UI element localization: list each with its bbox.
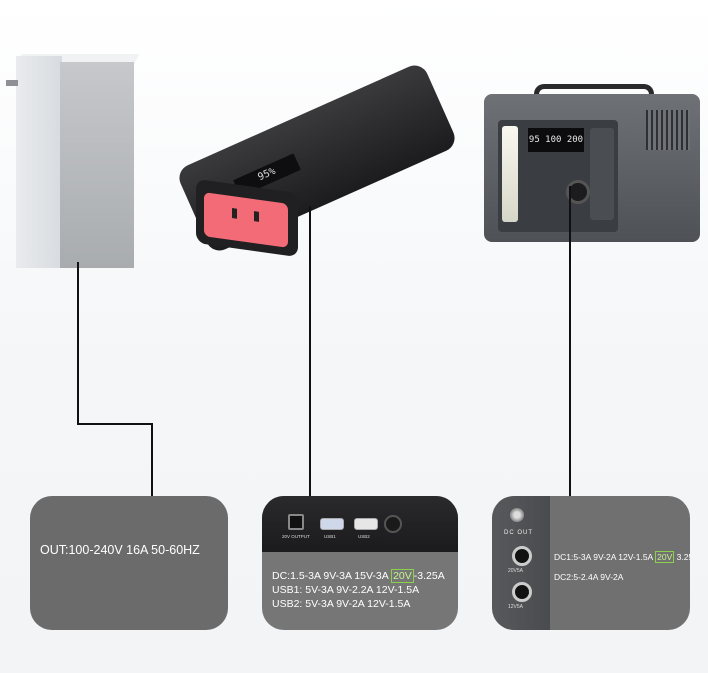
power-station-handle [534,84,654,103]
power-station-vent [646,110,690,150]
usb2-port-label: USB2 [358,534,370,539]
power-bank-spec-box: 20V OUTPUT USB1 USB2 DC:1.5-3A 9V-3A 15V… [262,496,458,630]
wall-adapter-front [60,62,134,268]
dc-port-20v [512,546,532,566]
power-button-icon [384,515,402,533]
connector-line [77,262,79,424]
usb2-port [354,518,378,530]
highlight-voltage: 20V [391,569,414,583]
power-station-spec-lines: DC1:5-3A 9V-2A 12V-1.5A 20V 3.25A DC2:5-… [554,547,690,587]
power-station-light [502,126,518,222]
dc-port-12v [512,582,532,602]
screw-icon [510,508,524,522]
connector-line [77,423,152,425]
dc-out-title: DC OUT [504,530,533,536]
dc-out-panel: DC OUT 20V5A 12V5A [492,496,550,630]
usb1-port [320,518,344,530]
dc-port [288,514,304,530]
power-bank-port-panel: 20V OUTPUT USB1 USB2 [262,496,458,552]
dc-port-20v-label: 20V5A [508,568,524,574]
ac-output-spec-box: OUT:100-240V 16A 50-60HZ [30,496,228,630]
socket-hole [254,211,259,222]
power-bank-spec-lines: DC:1.5-3A 9V-3A 15V-3A 20V-3.25A USB1: 5… [272,569,445,611]
power-station-display: 95 100 200 [528,128,584,152]
dc1-spec-line: DC1:5-3A 9V-2A 12V-1.5A 20V 3.25A [554,551,690,563]
highlight-voltage: 20V [655,551,675,563]
dc-port-12v-label: 12V5A [508,604,524,610]
connector-line [569,186,571,498]
connector-line [309,206,311,498]
usb2-spec-line: USB2: 5V-3A 9V-2A 12V-1.5A [272,598,411,610]
dc-port-label: 20V OUTPUT [282,534,310,539]
usb1-spec-line: USB1: 5V-3A 9V-2.2A 12V-1.5A [272,584,420,596]
connector-line [151,423,153,497]
power-station-spec-box: DC OUT 20V5A 12V5A DC1:5-3A 9V-2A 12V-1.… [492,496,690,630]
dc2-spec-line: DC2:5-2.4A 9V-2A [554,572,624,582]
wall-adapter-side [16,56,62,268]
wall-adapter-prong [6,80,18,86]
socket-hole [232,208,237,219]
power-station-ac-outlets [590,128,614,220]
dc-spec-line: DC:1.5-3A 9V-3A 15V-3A 20V-3.25A [272,569,445,583]
ac-output-spec: OUT:100-240V 16A 50-60HZ [40,543,200,557]
usb1-port-label: USB1 [324,534,336,539]
